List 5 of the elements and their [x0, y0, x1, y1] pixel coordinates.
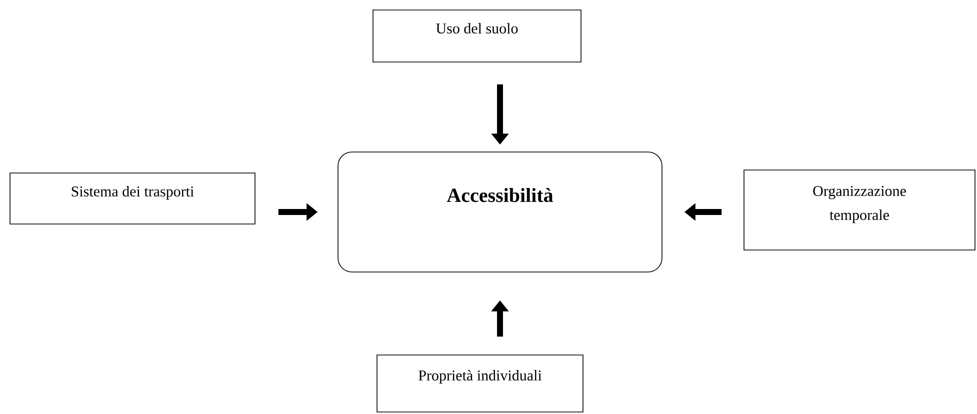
factor-box: Organizzazione temporale [744, 170, 976, 250]
factor-box: Uso del suolo [372, 10, 582, 62]
factor-box: Proprietà individuali [376, 354, 584, 412]
accessibility-box: Accessibilità [338, 152, 662, 272]
factor-box: Sistema dei trasporti [10, 172, 256, 224]
